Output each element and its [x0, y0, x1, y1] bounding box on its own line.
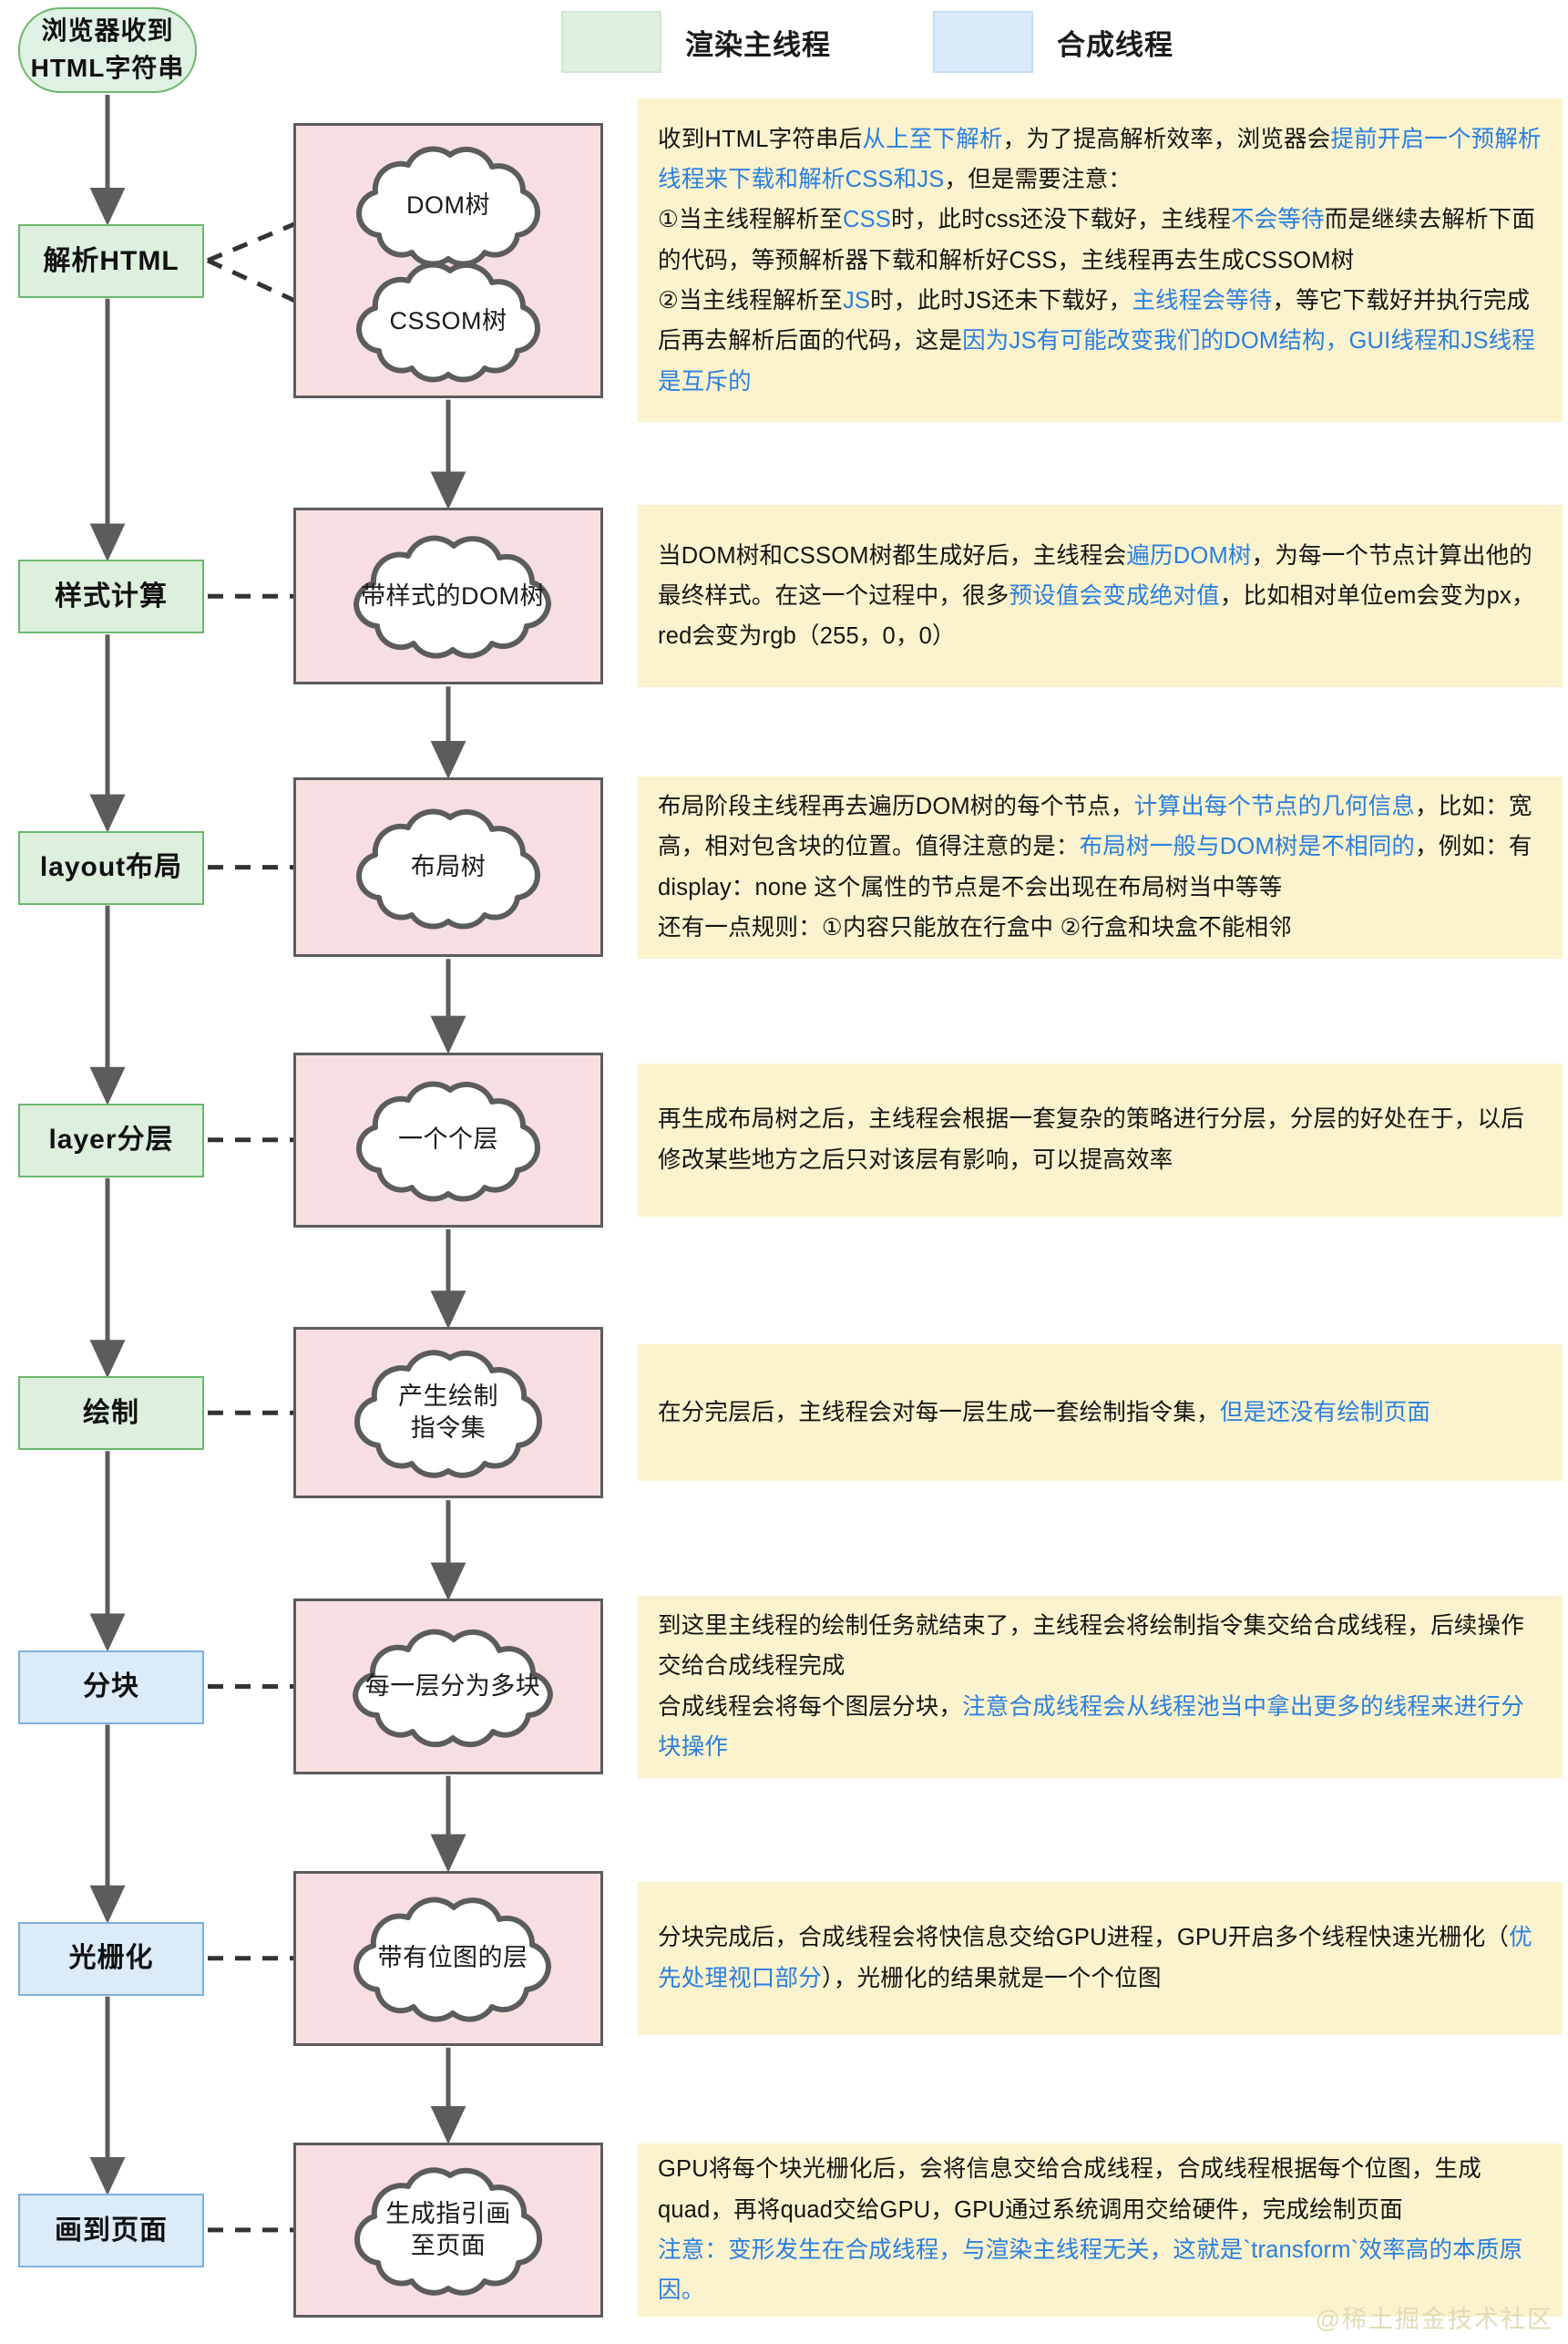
- stage-box-layout[interactable]: layout布局: [18, 830, 204, 905]
- cloud-dom-tree: DOM树: [337, 146, 559, 267]
- cloud-draw-to-page: 生成指引画 至页面: [335, 2166, 561, 2296]
- stage-label-paint: 绘制: [83, 1397, 139, 1428]
- legend-label-render-main: 渲染主线程: [685, 28, 831, 61]
- note-tiling: 到这里主线程的绘制任务就结束了，主线程会将绘制指令集交给合成线程，后续操作交给合…: [638, 1595, 1563, 1778]
- note-draw: GPU将每个块光栅化后，会将信息交给合成线程，合成线程根据每个位图，生成quad…: [638, 2143, 1563, 2317]
- stage-label-tiling: 分块: [83, 1671, 139, 1702]
- legend: 渲染主线程 合成线程: [561, 11, 1173, 73]
- note-raster: 分块完成后，合成线程会将快信息交给GPU进程，GPU开启多个线程快速光栅化（优先…: [638, 1881, 1563, 2035]
- cloud-paint-ops: 产生绘制 指令集: [335, 1349, 561, 1478]
- stage-box-parse-html[interactable]: 解析HTML: [18, 223, 204, 298]
- legend-swatch-compositor: [933, 11, 1033, 73]
- stage-box-layer[interactable]: layer分层: [18, 1103, 204, 1177]
- note-layout: 布局阶段主线程再去遍历DOM树的每个节点，计算出每个节点的几何信息，比如：宽高，…: [638, 776, 1563, 959]
- note-layer: 再生成布局树之后，主线程会根据一套复杂的策略进行分层，分层的好处在于，以后修改某…: [638, 1063, 1563, 1217]
- watermark: @稀土掘金技术社区: [1315, 2306, 1553, 2333]
- stage-label-draw: 画到页面: [55, 2215, 168, 2246]
- stage-box-paint[interactable]: 绘制: [18, 1376, 204, 1451]
- note-parse-html: 收到HTML字符串后从上至下解析，为了提高解析效率，浏览器会提前开启一个预解析线…: [638, 98, 1563, 423]
- cloud-layers: 一个个层: [337, 1081, 559, 1202]
- cloud-tiles: 每一层分为多块: [332, 1629, 574, 1747]
- cloud-styled-dom-tree: 带样式的DOM树: [333, 535, 572, 659]
- stage-box-tiling[interactable]: 分块: [18, 1650, 204, 1724]
- cloud-cssom-tree: CSSOM树: [337, 262, 559, 383]
- stage-label-layout: layout布局: [39, 852, 183, 883]
- legend-label-compositor: 合成线程: [1057, 28, 1173, 61]
- stage-label-raster: 光栅化: [68, 1943, 154, 1974]
- cloud-bitmap-layers: 带有位图的层: [333, 1897, 572, 2022]
- start-node-line2: HTML字符串: [30, 54, 185, 82]
- stage-box-raster[interactable]: 光栅化: [18, 1921, 204, 1996]
- note-style-calc: 当DOM树和CSSOM树都生成好后，主线程会遍历DOM树，为每一个节点计算出他的…: [638, 505, 1563, 688]
- note-paint: 在分完层后，主线程会对每一层生成一套绘制指令集，但是还没有绘制页面: [638, 1344, 1563, 1482]
- stage-label-style-calc: 样式计算: [55, 581, 168, 612]
- start-node[interactable]: 浏览器收到 HTML字符串: [18, 7, 197, 93]
- cloud-layout-tree: 布局树: [337, 808, 559, 930]
- start-node-line1: 浏览器收到: [41, 16, 174, 46]
- stage-label-layer: layer分层: [48, 1125, 174, 1156]
- stage-box-style-calc[interactable]: 样式计算: [18, 560, 204, 634]
- legend-swatch-render-main: [561, 11, 661, 73]
- stage-box-draw[interactable]: 画到页面: [18, 2193, 204, 2267]
- stage-label-parse-html: 解析HTML: [43, 245, 179, 276]
